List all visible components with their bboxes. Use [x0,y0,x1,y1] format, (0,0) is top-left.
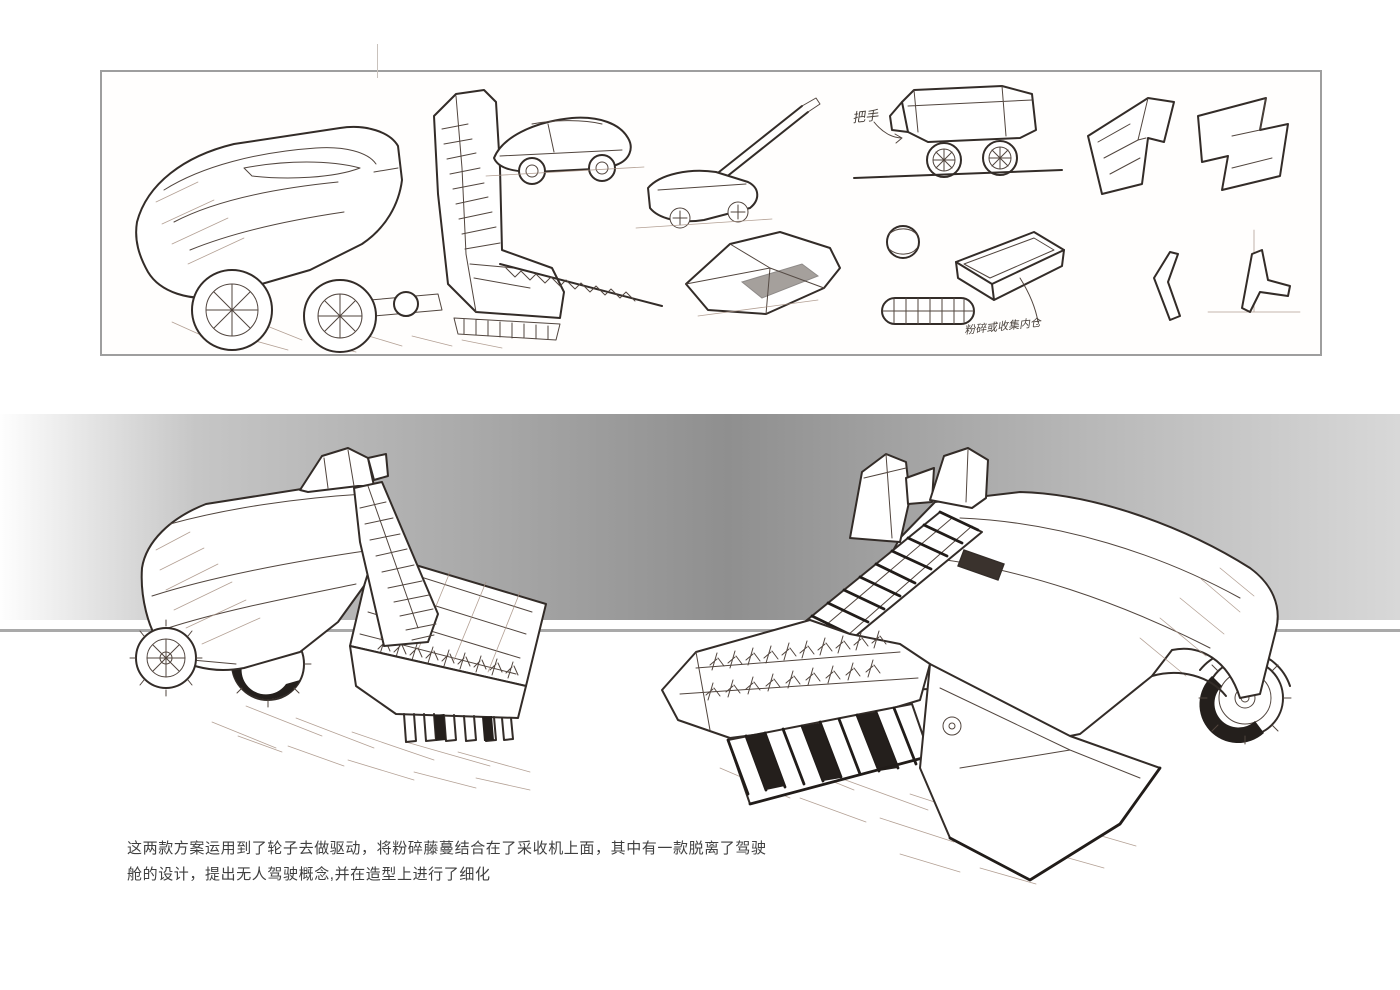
intake-funnels [849,447,989,543]
front-wheel [129,619,237,697]
caption-line-2: 舱的设计，提出无人驾驶概念,并在造型上进行了细化 [127,866,491,883]
sketch-harvester-side-view [135,89,663,353]
sketch-bracket-parts [1153,229,1301,321]
sketch-wedge-vehicle [685,231,841,317]
horizontal-divider-line [0,629,1400,632]
sketch-ribbed-roller [881,297,975,325]
body-hub-bolt [942,672,1227,736]
sketch-duct-forms [1087,97,1289,195]
ideation-sketch-panel: 把手 粉碎或收集内仓 [100,70,1322,356]
cutter-spikes [377,637,519,679]
vent-slot [957,549,1005,581]
intake-hood [299,447,389,493]
lower-skirt [919,663,1162,882]
sketch-hand-cart [853,85,1063,179]
sketch-ball [886,225,920,259]
cutter-spikes [705,630,887,701]
ideation-sketches-canvas [135,85,1301,353]
caption-line-1: 这两款方案运用到了轮子去做驱动，将粉碎藤蔓结合在了采收机上面，其中有一款脱离了驾… [127,840,767,857]
sketch-harvester-front-right [661,447,1292,885]
shadow-hatching [211,705,531,791]
handwritten-annotation-handle: 把手 [851,107,879,126]
stray-pencil-mark [377,44,378,78]
toothed-skirt [349,645,527,743]
sketch-concept-car-side [485,116,645,185]
conveyor-ladder [353,481,439,647]
sketch-collection-tray [955,231,1065,323]
sketch-harvester-rear-left [129,447,547,791]
caption-text: 这两款方案运用到了轮子去做驱动，将粉碎藤蔓结合在了采收机上面，其中有一款脱离了驾… [127,836,767,888]
sketch-walk-behind-mower [635,97,821,229]
